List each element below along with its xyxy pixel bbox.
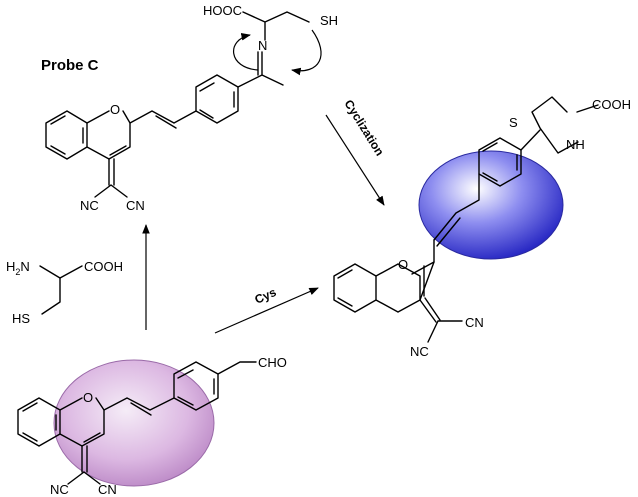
label-ring-s: S [509, 115, 518, 130]
probe-c-title: Probe C [41, 57, 99, 74]
label-probe-nc: NC [80, 198, 99, 213]
purple-highlight-ellipse [53, 359, 215, 487]
label-start-cn: CN [98, 482, 117, 497]
probe-c-structure [45, 11, 322, 198]
label-cys-hs: HS [12, 311, 30, 326]
step-cys-label: Cys [253, 285, 279, 307]
label-cho: CHO [258, 355, 287, 370]
arrow-cyclization [325, 114, 385, 206]
label-start-o: O [83, 390, 93, 405]
label-product-o: O [398, 257, 408, 272]
label-cys-cooh: COOH [84, 259, 123, 274]
label-product-cn: CN [465, 315, 484, 330]
label-start-nc: NC [50, 482, 69, 497]
label-probe-cn: CN [126, 198, 145, 213]
label-product-cooh: COOH [592, 97, 631, 112]
label-hooc: HOOC [203, 3, 242, 18]
label-product-nc: NC [410, 344, 429, 359]
label-sh-top: SH [320, 13, 338, 28]
product-structure [333, 96, 599, 343]
label-probe-o: O [110, 102, 120, 117]
label-imine-n: N [258, 38, 267, 53]
label-ring-nh: NH [566, 137, 585, 152]
blue-highlight-ellipse [418, 150, 564, 260]
cysteine-structure [39, 265, 83, 315]
starting-aldehyde-structure [17, 361, 257, 485]
label-h2n: H2N [6, 259, 30, 277]
arrow-cys [214, 287, 319, 334]
